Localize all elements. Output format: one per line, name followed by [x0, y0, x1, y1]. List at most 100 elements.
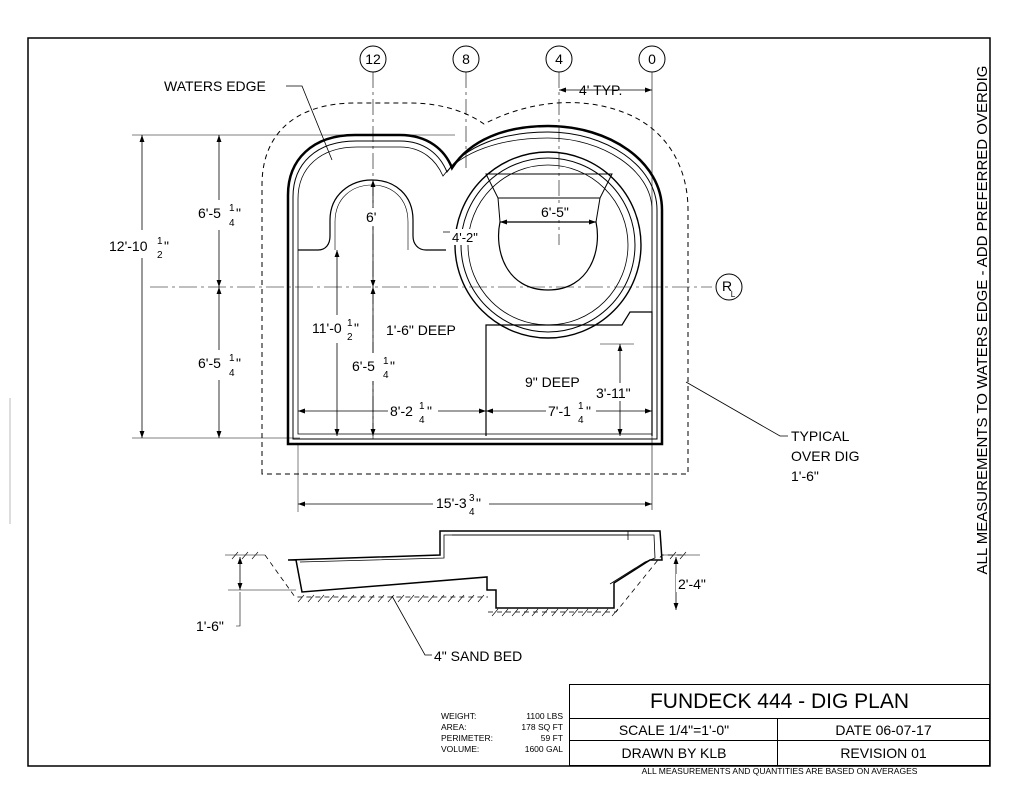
svg-text:": " — [476, 495, 481, 511]
dim-section-right: 2'-4" — [678, 576, 706, 592]
dim-section-left: 1'-6" — [196, 618, 224, 634]
spec-value: 178 SQ FT — [521, 722, 563, 732]
svg-text:11'-0: 11'-0 — [312, 320, 342, 336]
svg-text:2: 2 — [157, 250, 163, 261]
svg-text:1: 1 — [229, 353, 235, 364]
title-block-scale: SCALE 1/4"=1'-0" — [569, 718, 779, 742]
dim-bg-right-width — [546, 398, 596, 427]
leader-sand-bed — [391, 595, 432, 656]
leader-overdig — [685, 381, 788, 437]
section-shell — [287, 530, 663, 609]
spec-label: PERIMETER: — [441, 733, 493, 743]
svg-text:6'-5: 6'-5 — [198, 205, 221, 221]
section-excavation-right — [488, 554, 686, 613]
dim-upper-height: 6'-5 1 4 " — [198, 203, 241, 229]
svg-text:1: 1 — [419, 401, 425, 412]
svg-text:L: L — [731, 290, 736, 299]
dim-bg-total-height — [106, 230, 174, 258]
svg-text:4: 4 — [469, 507, 475, 518]
seat-edge-left — [497, 197, 501, 223]
svg-text:15'-3: 15'-3 — [436, 495, 467, 511]
side-note: ALL MEASUREMENTS TO WATERS EDGE - ADD PR… — [974, 66, 991, 575]
svg-text:1: 1 — [347, 318, 353, 329]
svg-text:8: 8 — [462, 51, 470, 67]
svg-text:7'-1: 7'-1 — [548, 403, 571, 419]
dim-bg-upper-height — [196, 200, 246, 230]
svg-text:1: 1 — [157, 236, 163, 247]
svg-text:1: 1 — [578, 401, 584, 412]
svg-text:": " — [354, 320, 359, 336]
svg-text:0: 0 — [648, 51, 656, 67]
spec-label: AREA: — [441, 722, 467, 732]
title-block-title: FUNDECK 444 - DIG PLAN — [569, 684, 990, 720]
sand-bed-hatch-right — [491, 608, 619, 617]
spec-row-volume: VOLUME: 1600 GAL — [441, 744, 563, 756]
spec-value: 59 FT — [540, 733, 563, 743]
seat-edge-right — [595, 197, 601, 223]
label-deep-1: 1'-6" DEEP — [386, 322, 456, 338]
grid-marker-0: 0 — [638, 45, 666, 73]
svg-text:4: 4 — [555, 51, 563, 67]
svg-text:8'-2: 8'-2 — [390, 403, 413, 419]
section-shell-inner — [299, 534, 656, 585]
dim-step: 4'-2" — [452, 230, 478, 245]
label-waters-edge: WATERS EDGE — [164, 78, 266, 94]
sand-bed-hatch-left — [297, 594, 485, 603]
dim-inner-lower: 6'-5 1 4 " — [352, 356, 395, 381]
svg-text:": " — [236, 355, 241, 371]
dim-bg-shallow-depth — [595, 383, 641, 401]
svg-text:4: 4 — [383, 370, 389, 381]
sheet-border — [27, 37, 991, 767]
svg-text:": " — [427, 403, 432, 419]
ground-hatch — [231, 551, 687, 560]
dim-overall-width: 15'-3 3 4 " — [436, 493, 481, 518]
dim-shallow-depth: 3'-11" — [596, 385, 631, 401]
dim-bg-step — [450, 229, 486, 245]
dim-lower-height: 6'-5 1 4 " — [198, 353, 241, 379]
spec-value: 1100 LBS — [526, 711, 563, 721]
label-overdig-3: 1'-6" — [791, 468, 819, 484]
svg-text:": " — [586, 403, 591, 419]
svg-text:R: R — [722, 278, 732, 294]
label-overdig-1: TYPICAL — [791, 428, 850, 444]
grid-marker-4: 4 — [545, 45, 573, 73]
dim-bg-lower-height — [196, 350, 246, 380]
svg-text:6'-5: 6'-5 — [352, 358, 375, 374]
spec-value: 1600 GAL — [524, 744, 563, 754]
dim-bg-section-right — [676, 574, 716, 592]
dim-inner-height: 11'-0 1 2 " — [312, 318, 359, 343]
spec-label: WEIGHT: — [441, 711, 477, 721]
grid-marker-8: 8 — [452, 45, 480, 73]
svg-text:1: 1 — [383, 356, 389, 367]
title-block-footnote: ALL MEASUREMENTS AND QUANTITIES ARE BASE… — [641, 766, 918, 776]
svg-text:3: 3 — [469, 493, 475, 504]
overdig-outline — [261, 102, 689, 475]
title-block-date: DATE 06-07-17 — [777, 718, 990, 742]
svg-text:": " — [164, 238, 169, 254]
title-block-revision: REVISION 01 — [777, 740, 990, 766]
centerline-marker: R L — [715, 273, 743, 301]
dim-circle: 6'-5" — [541, 204, 569, 220]
dim-bg-inner-height — [310, 315, 368, 343]
svg-text:12: 12 — [365, 51, 381, 67]
label-sand-bed: 4" SAND BED — [434, 648, 522, 664]
dim-bg-alcove — [362, 208, 384, 226]
pool-shell-line-3 — [297, 137, 653, 435]
svg-text:12'-10: 12'-10 — [109, 238, 148, 254]
pool-shell-line-2 — [292, 131, 658, 440]
svg-text:1: 1 — [229, 203, 235, 214]
dim-total-height: 12'-10 1 2 " — [109, 236, 169, 261]
dim-bg-overall-width — [433, 490, 489, 519]
spec-row-perimeter: PERIMETER: 59 FT — [441, 733, 563, 745]
dim-left-width: 8'-2 1 4 " — [390, 401, 432, 426]
grid-marker-12: 12 — [359, 45, 387, 73]
label-deep-2: 9" DEEP — [525, 374, 580, 390]
svg-text:4: 4 — [578, 415, 584, 426]
round-ring-2 — [460, 157, 636, 333]
svg-text:4: 4 — [229, 218, 235, 229]
dim-bg-inner-lower — [350, 353, 398, 381]
svg-text:": " — [390, 358, 395, 374]
spec-row-area: AREA: 178 SQ FT — [441, 722, 563, 734]
svg-text:": " — [236, 205, 241, 221]
